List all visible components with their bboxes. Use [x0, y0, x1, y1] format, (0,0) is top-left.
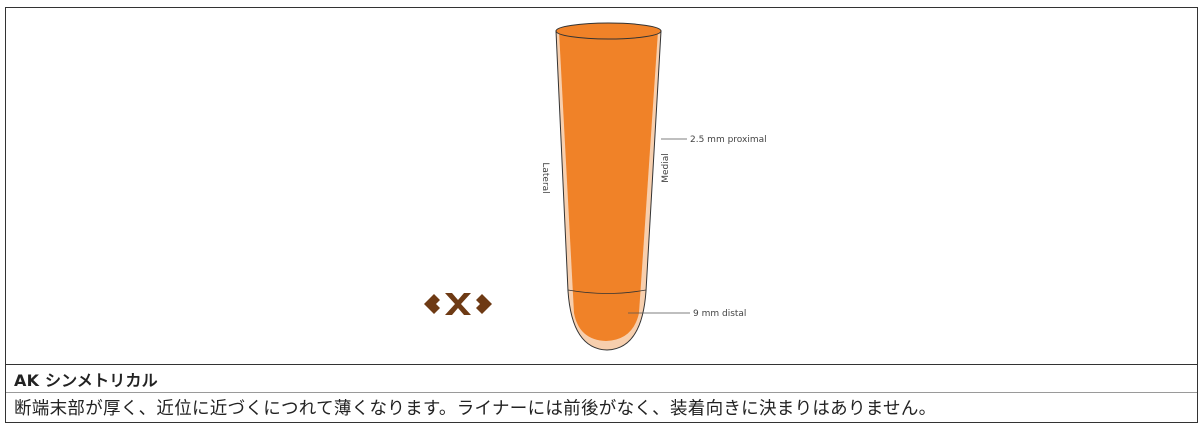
lateral-label: Lateral — [540, 162, 550, 193]
proximal-label: 2.5 mm proximal — [690, 135, 767, 145]
medial-label: Medial — [661, 153, 671, 183]
figure-panel: 2.5 mm proximal 9 mm distal Lateral Medi… — [6, 8, 1197, 365]
liner-diagram: 2.5 mm proximal 9 mm distal Lateral Medi… — [424, 22, 767, 351]
distal-boundary-line — [567, 289, 647, 294]
brand-logo-icon — [424, 293, 492, 315]
liner-inner-body — [559, 31, 658, 341]
liner-top-rim — [555, 22, 662, 40]
caption-title: AK シンメトリカル — [6, 365, 1197, 393]
distal-label: 9 mm distal — [693, 309, 746, 319]
figure-card: 2.5 mm proximal 9 mm distal Lateral Medi… — [5, 7, 1198, 423]
caption-description: 断端末部が厚く、近位に近づくにつれて薄くなります。ライナーには前後がなく、装着向… — [14, 399, 937, 419]
